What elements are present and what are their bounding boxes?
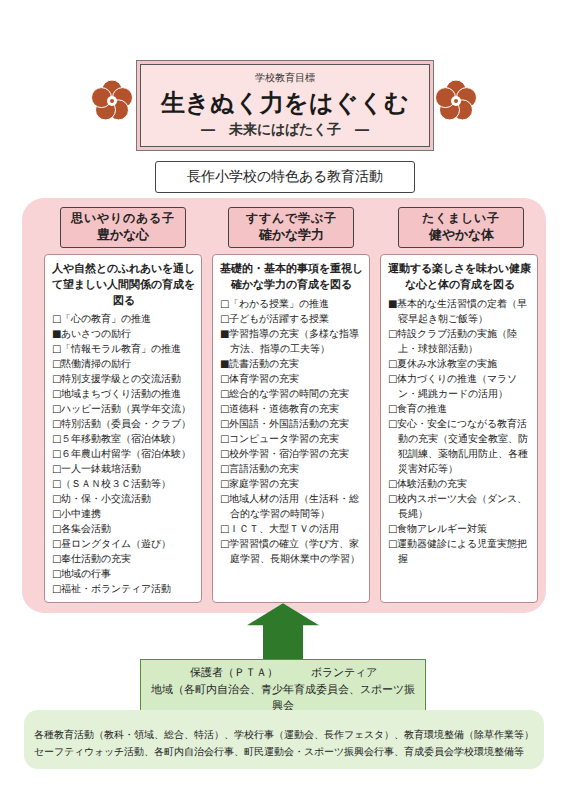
list-item: □地域人材の活用（生活科・総合的な学習の時間等）	[220, 491, 363, 521]
list-item: □「わかる授業」の推進	[220, 296, 363, 311]
list-item: □５年移動教室（宿泊体験）	[52, 431, 195, 446]
list-item: □安心・安全につながる教育活動の充実（交通安全教室、防犯訓練、薬物乱用防止、各種…	[388, 416, 531, 476]
column-body: 人や自然とのふれあいを通して望ましい人間関係の育成を図る □「心の教育」の推進■あ…	[44, 254, 202, 603]
list-item: ■あいさつの励行	[52, 326, 195, 341]
goal-text: 運動する楽しさを味わい健康な心と体の育成を図る	[388, 261, 531, 293]
label-text: すすんで学ぶ子	[233, 211, 349, 226]
list-item: □外国語・外国語活動の充実	[220, 416, 363, 431]
list-item: □体力づくりの推進（マラソン・縄跳カードの活用）	[388, 371, 531, 401]
plum-flower	[436, 80, 477, 120]
list-item: □言語活動の充実	[220, 461, 363, 476]
list-item: □子どもが活躍する授業	[220, 311, 363, 326]
list-item: □夏休み水泳教室の実施	[388, 356, 531, 371]
list-item: □６年農山村留学（宿泊体験）	[52, 446, 195, 461]
activity-panel: 各種教育活動（教科・領域、総合、特活）、学校行事（運動会、長作フェスタ）、教育環…	[24, 710, 544, 769]
list-item: □地域の行事	[52, 566, 195, 581]
column-header: たくましい子健やかな体	[398, 207, 524, 248]
label-text: 確かな学力	[233, 226, 349, 244]
list-item: □幼・保・小交流活動	[52, 491, 195, 506]
label-text: 生きぬく力をはぐくむ	[149, 87, 421, 119]
list-item: □「心の教育」の推進	[52, 311, 195, 326]
list-item: □ＩＣＴ、大型ＴＶの活用	[220, 521, 363, 536]
list-item: □校内スポーツ大会（ダンス、長縄）	[388, 491, 531, 521]
block-arrow	[247, 603, 319, 659]
list-item: □各集会活動	[52, 521, 195, 536]
list-item: □総合的な学習の時間の充実	[220, 386, 363, 401]
list-item: □地域まちづくり活動の推進	[52, 386, 195, 401]
list-item: □特設クラブ活動の実施（陸上・球技部活動）	[388, 326, 531, 356]
goal-box: 学校教育目標生きぬく力をはぐくむ ― 未来にはばたく子 ―	[140, 64, 430, 147]
list-item: □食育の推進	[388, 401, 531, 416]
list-item: □体験活動の充実	[388, 476, 531, 491]
label-text: 長作小学校の特色ある教育活動	[162, 168, 408, 186]
list-item: □特別支援学級との交流活動	[52, 371, 195, 386]
list-item: ■読書活動の充実	[220, 356, 363, 371]
list-item: □ハッピー活動（異学年交流）	[52, 401, 195, 416]
list-item: □運動器健診による児童実態把握	[388, 536, 531, 566]
list-item: ■学習指導の充実（多様な指導方法、指導の工夫等）	[220, 326, 363, 356]
label-text: 保護者（ＰＴＡ） ボランティア	[147, 664, 419, 680]
list-item: ■基本的な生活習慣の定着（早寝早起き朝ご飯等）	[388, 296, 531, 326]
column-header: 思いやりのある子豊かな心	[60, 207, 186, 248]
heading-box: 長作小学校の特色ある教育活動	[155, 161, 415, 193]
list-item: □特別活動（委員会・クラブ）	[52, 416, 195, 431]
list-item: □奉仕活動の充実	[52, 551, 195, 566]
list-item: □道徳科・道徳教育の充実	[220, 401, 363, 416]
list-item: □黙働清掃の励行	[52, 356, 195, 371]
list-item: □福祉・ボランティア活動	[52, 581, 195, 596]
label-text: 各種教育活動（教科・領域、総合、特活）、学校行事（運動会、長作フェスタ）、教育環…	[34, 726, 534, 743]
label-text: セーフティウォッチ活動、各町内自治会行事、町民運動会・スポーツ振興会行事、育成委…	[34, 743, 534, 760]
label-text: 豊かな心	[65, 226, 181, 244]
column-header: すすんで学ぶ子確かな学力	[228, 207, 354, 248]
list-item: □昼ロングタイム（遊び）	[52, 536, 195, 551]
label-text: 学校教育目標	[149, 71, 421, 85]
label-text: 健やかな体	[403, 226, 519, 244]
list-item: □家庭学習の充実	[220, 476, 363, 491]
list-item: □小中連携	[52, 506, 195, 521]
label-text: 地域（各町内自治会、青少年育成委員会、スポーツ振興会	[147, 681, 419, 714]
plum-flower	[92, 80, 133, 120]
list-item: □コンピュータ学習の充実	[220, 431, 363, 446]
label-text: たくましい子	[403, 211, 519, 226]
list-item: □学習習慣の確立（学び方、家庭学習、長期休業中の学習）	[220, 536, 363, 566]
list-item: □（ＳＡＮ校３Ｃ活動等）	[52, 476, 195, 491]
goal-text: 基礎的・基本的事項を重視し確かな学力の育成を図る	[220, 261, 363, 293]
list-item: □体育学習の充実	[220, 371, 363, 386]
label-text: ― 未来にはばたく子 ―	[149, 121, 421, 139]
list-item: □校外学習・宿泊学習の充実	[220, 446, 363, 461]
column-body: 基礎的・基本的事項を重視し確かな学力の育成を図る □「わかる授業」の推進□子どもが…	[212, 254, 370, 603]
column-body: 運動する楽しさを味わい健康な心と体の育成を図る■基本的な生活習慣の定着（早寝早起…	[380, 254, 538, 603]
list-item: □食物アレルギー対策	[388, 521, 531, 536]
list-item: □一人一鉢栽培活動	[52, 461, 195, 476]
label-text: 思いやりのある子	[65, 211, 181, 226]
list-item: □「情報モラル教育」の推進	[52, 341, 195, 356]
goal-text: 人や自然とのふれあいを通して望ましい人間関係の育成を図る	[52, 261, 195, 308]
